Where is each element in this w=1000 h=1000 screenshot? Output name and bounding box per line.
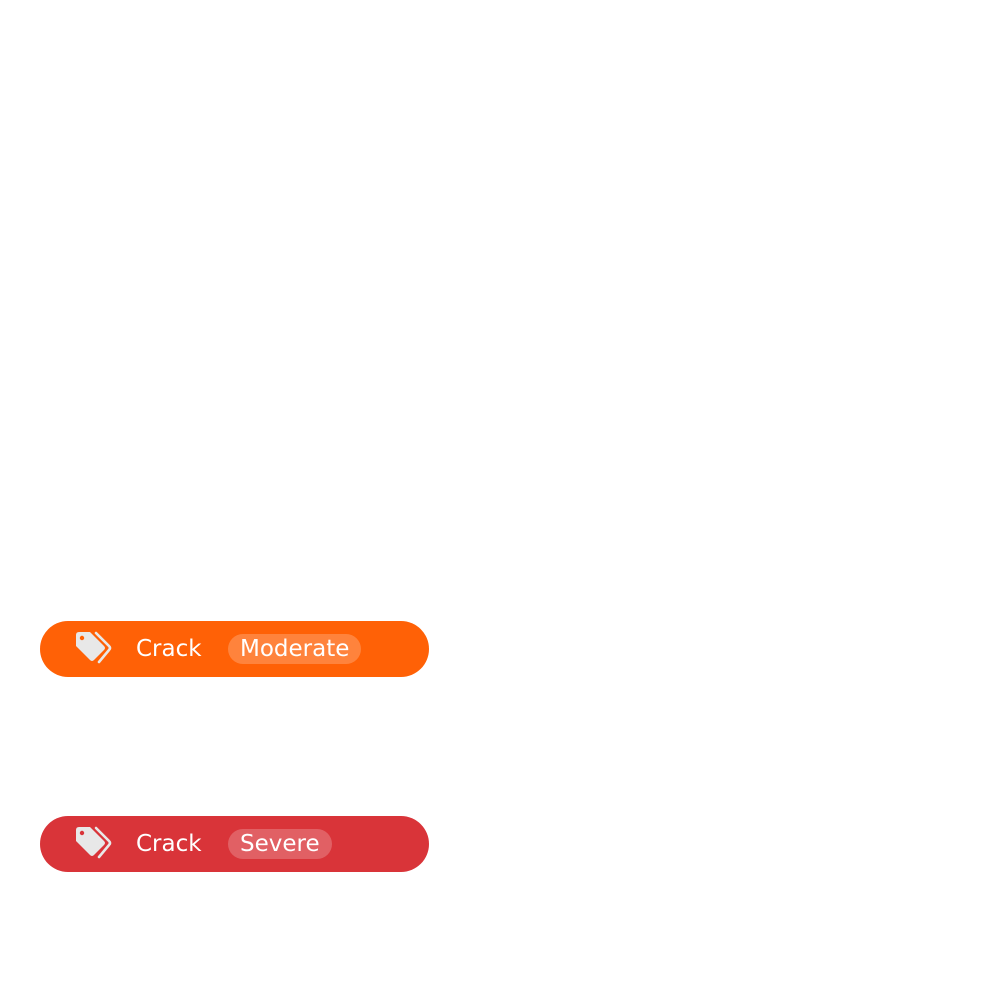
tag-pill-crack-severe[interactable]: Crack Severe <box>40 816 429 872</box>
tag-pill-crack-moderate[interactable]: Crack Moderate <box>40 621 429 677</box>
tags-icon <box>74 631 116 667</box>
tag-label: Crack <box>136 636 202 662</box>
tag-label: Crack <box>136 831 202 857</box>
tags-icon <box>74 826 116 862</box>
severity-badge: Severe <box>228 829 332 859</box>
severity-badge: Moderate <box>228 634 362 664</box>
